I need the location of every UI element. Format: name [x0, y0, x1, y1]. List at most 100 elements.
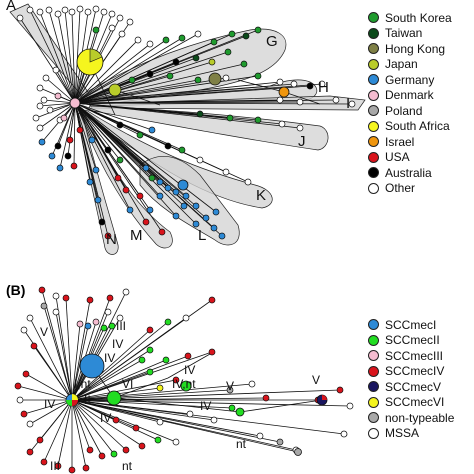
tree-edge: [74, 102, 301, 129]
tree-node: [138, 442, 146, 450]
tree-edge: [17, 385, 73, 401]
tree-node: [156, 418, 164, 426]
tree-node: [116, 14, 124, 22]
tree-node: [136, 192, 144, 200]
tree-node: [178, 146, 186, 154]
legend-label: SCCmecIV: [385, 364, 445, 379]
tree-edge: [71, 349, 151, 401]
legend-label: USA: [385, 150, 410, 165]
cluster-label: A: [6, 0, 16, 14]
tree-edge: [29, 317, 73, 401]
tree-node: [38, 138, 46, 146]
tree-node: [38, 286, 46, 294]
legend-item: non-typeable: [368, 410, 454, 426]
tree-edge: [71, 399, 177, 443]
tree-node: [276, 96, 284, 104]
tree-edge: [167, 353, 211, 379]
node-label: nt: [236, 437, 247, 451]
tree-edge: [74, 33, 233, 104]
legend-label: SCCmecVI: [385, 395, 445, 410]
tree-node: [26, 314, 34, 322]
tree-edge: [113, 377, 169, 399]
tree-node: [86, 296, 94, 304]
node-segment: [89, 48, 103, 63]
tree-node: [40, 302, 48, 310]
tree-edge: [74, 102, 121, 161]
tree-node: [148, 126, 156, 134]
tree-edge: [43, 399, 73, 463]
tree-node: [208, 348, 216, 356]
tree-node: [278, 120, 286, 128]
legend-swatch: [368, 427, 379, 439]
tree-node: [32, 114, 40, 122]
tree-edge: [71, 399, 143, 447]
tree-node: [56, 164, 64, 172]
legend-swatch: [368, 412, 379, 424]
tree-node: [346, 402, 354, 410]
legend-swatch: [368, 43, 379, 55]
legend-item: Hong Kong: [368, 41, 452, 57]
tree-edge: [45, 77, 76, 104]
tree-node: [126, 206, 134, 214]
tree-node: [192, 220, 200, 228]
legend-label: Japan: [385, 57, 418, 72]
tree-node: [122, 186, 130, 194]
tree-node: [180, 202, 188, 210]
tree-node: [122, 288, 130, 296]
tree-node: [164, 184, 172, 192]
tree-node: [36, 436, 44, 444]
tree-node: [242, 32, 250, 40]
tree-node: [26, 6, 34, 14]
tree-node: [208, 296, 216, 304]
tree-node: [136, 131, 144, 139]
tree-node: [210, 416, 218, 424]
tree-edge: [71, 399, 233, 409]
tree-edge: [74, 102, 217, 213]
tree-node: [244, 178, 252, 186]
tree-node: [98, 452, 106, 460]
node-label: IV: [104, 351, 115, 365]
tree-node: [104, 308, 112, 316]
tree-node: [156, 384, 164, 392]
tree-node: [52, 292, 60, 300]
legend-item: Other: [368, 181, 452, 197]
legend-label: SCCmecIII: [385, 348, 444, 363]
tree-node: [16, 14, 24, 22]
tree-node-large: [79, 353, 105, 379]
tree-edge: [71, 11, 76, 104]
tree-edge: [71, 323, 81, 401]
node-segment: [66, 400, 72, 406]
tree-node: [104, 146, 112, 154]
tree-edge: [74, 102, 153, 131]
tree-node: [92, 166, 100, 174]
tree-node: [54, 92, 62, 100]
tree-edge: [74, 81, 281, 104]
tree-edge: [48, 9, 76, 104]
tree-node: [196, 110, 204, 118]
tree-node: [172, 188, 180, 196]
tree-node: [52, 308, 60, 316]
tree-node: [332, 96, 340, 104]
tree-node: [68, 466, 76, 474]
tree-node: [40, 96, 48, 104]
tree-edge: [74, 99, 337, 104]
tree-edge: [71, 399, 345, 435]
tree-edge: [39, 11, 76, 104]
tree-node: [62, 294, 70, 302]
tree-edge: [113, 397, 241, 413]
tree-edge: [67, 102, 76, 157]
tree-edge: [71, 359, 143, 401]
tree-node: [162, 36, 170, 44]
tree-node: [142, 218, 150, 226]
tree-node: [52, 66, 60, 74]
legend-swatch: [368, 167, 379, 179]
tree-node: [36, 8, 44, 16]
tree-node: [182, 314, 190, 322]
tree-node: [318, 80, 326, 88]
tree-node: [106, 294, 114, 302]
tree-node: [100, 324, 108, 332]
tree-node: [68, 8, 76, 16]
tree-node: [142, 164, 150, 172]
tree-node: [114, 174, 122, 182]
tree-node: [148, 174, 156, 182]
